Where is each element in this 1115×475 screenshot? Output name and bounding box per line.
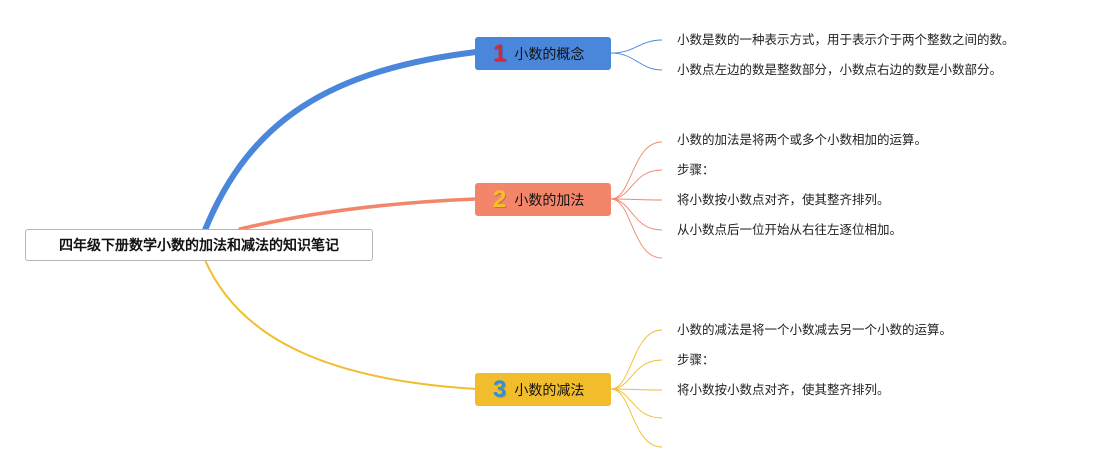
leaf-topic[interactable]: 将小数按小数点对齐，使其整齐排列。	[677, 382, 890, 397]
branch-1-leaf-connectors	[610, 39, 663, 71]
branch-topic-subtraction[interactable]: 3 小数的减法	[475, 373, 611, 406]
leaf-topic[interactable]: 步骤：	[677, 352, 715, 367]
leaf-topic[interactable]: 小数的加法是将两个或多个小数相加的运算。	[677, 132, 928, 147]
leaf-topic[interactable]: 从小数点后一位开始从右往左逐位相加。	[677, 222, 903, 237]
branch-topic-concept[interactable]: 1 小数的概念	[475, 37, 611, 70]
branch-3-main-connector	[204, 259, 477, 390]
leaf-topic[interactable]: 步骤：	[677, 162, 715, 177]
branch-1-main-connector	[202, 49, 479, 233]
branch-topic-addition[interactable]: 2 小数的加法	[475, 183, 611, 216]
leaf-topic[interactable]: 小数是数的一种表示方式，用于表示介于两个整数之间的数。	[677, 32, 1015, 47]
branch-topic-label: 小数的概念	[514, 46, 585, 63]
number-one-icon: 1	[493, 39, 507, 67]
branch-topic-label: 小数的加法	[514, 192, 585, 209]
branch-topic-label: 小数的减法	[514, 382, 585, 399]
root-topic-title: 四年级下册数学小数的加法和减法的知识笔记	[59, 238, 339, 254]
leaf-topic[interactable]: 小数点左边的数是整数部分，小数点右边的数是小数部分。	[677, 62, 1003, 77]
number-two-icon: 2	[493, 185, 507, 213]
branch-2-leaf-connectors	[610, 141, 663, 259]
leaf-topic[interactable]: 小数的减法是将一个小数减去另一个小数的运算。	[677, 322, 953, 337]
leaf-topic[interactable]: 将小数按小数点对齐，使其整齐排列。	[677, 192, 890, 207]
branch-3-leaf-connectors	[610, 329, 663, 448]
number-three-icon: 3	[493, 375, 507, 403]
branch-2-main-connector	[238, 197, 478, 231]
root-topic[interactable]: 四年级下册数学小数的加法和减法的知识笔记	[25, 229, 373, 261]
